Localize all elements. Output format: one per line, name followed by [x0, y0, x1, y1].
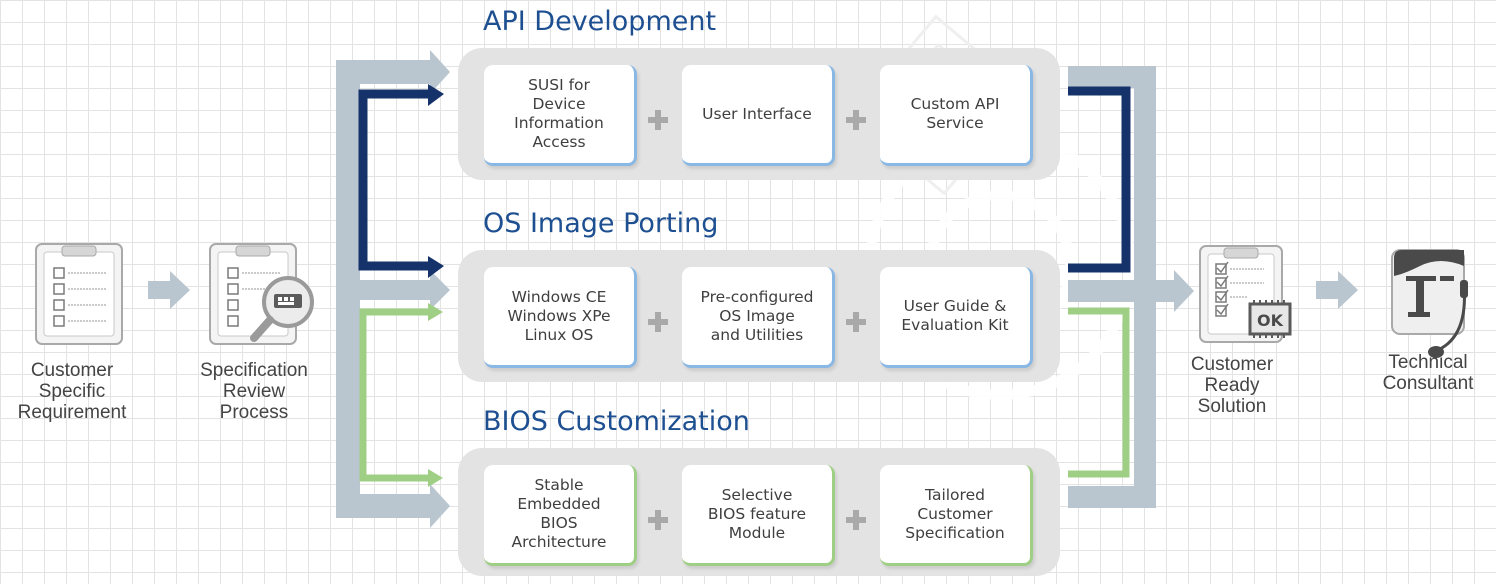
section-title-bios: BIOS Customization	[483, 406, 750, 437]
step-label: Tailored Customer Specification	[905, 485, 1005, 542]
step-card: User Interface	[682, 65, 835, 166]
step-label: User Interface	[702, 104, 812, 123]
checklist-clipboard-icon	[35, 243, 123, 345]
step-card: Custom API Service	[880, 65, 1033, 166]
panel-api-development: SUSI for Device Information Access User …	[458, 48, 1060, 180]
step-card: SUSI for Device Information Access	[484, 65, 637, 166]
label-technical-consultant: Technical Consultant	[1382, 352, 1474, 394]
label-customer-requirement: Customer Specific Requirement	[17, 360, 127, 423]
plus-icon	[648, 110, 668, 130]
label-spec-review: Specification Review Process	[200, 360, 308, 423]
step-label: SUSI for Device Information Access	[514, 76, 604, 151]
arrow-solution-to-consultant	[1316, 271, 1358, 309]
plus-icon	[648, 312, 668, 332]
step-card: Windows CE Windows XPe Linux OS	[484, 267, 637, 368]
arrow-to-api	[336, 50, 450, 94]
navy-right-bracket	[1068, 86, 1131, 273]
step-card: Selective BIOS feature Module	[682, 465, 835, 566]
section-title-os: OS Image Porting	[483, 208, 719, 239]
plus-icon	[846, 312, 866, 332]
approved-clipboard-icon: OK	[1199, 245, 1292, 343]
plus-icon	[648, 510, 668, 530]
step-label: User Guide & Evaluation Kit	[901, 297, 1009, 334]
arrow-req-to-review	[148, 271, 190, 309]
plus-icon	[846, 510, 866, 530]
step-label: Custom API Service	[910, 95, 1000, 132]
panel-bios-customization: Stable Embedded BIOS Architecture Select…	[458, 448, 1060, 576]
navy-left-bracket	[358, 89, 436, 271]
green-left-bracket	[359, 308, 436, 482]
step-label: Windows CE Windows XPe Linux OS	[507, 287, 611, 344]
section-title-api: API Development	[483, 6, 717, 37]
step-card: Pre-configured OS Image and Utilities	[682, 267, 835, 368]
step-card: User Guide & Evaluation Kit	[880, 267, 1033, 368]
arrow-to-bios	[336, 484, 450, 528]
step-card: Stable Embedded BIOS Architecture	[484, 465, 637, 566]
magnifier-clipboard-icon	[209, 243, 314, 345]
plus-icon	[846, 110, 866, 130]
step-label: Stable Embedded BIOS Architecture	[511, 476, 607, 551]
step-card: Tailored Customer Specification	[880, 465, 1033, 566]
green-right-bracket	[1068, 307, 1130, 478]
arrow-to-solution	[1174, 270, 1194, 312]
consultant-headset-icon	[1391, 249, 1468, 358]
label-ready-solution: Customer Ready Solution	[1190, 354, 1274, 417]
step-label: Pre-configured OS Image and Utilities	[700, 287, 814, 344]
step-label: Selective BIOS feature Module	[707, 485, 807, 542]
panel-os-image-porting: Windows CE Windows XPe Linux OS Pre-conf…	[458, 250, 1060, 382]
ok-badge: OK	[1257, 311, 1284, 330]
arrow-to-os	[336, 270, 450, 310]
